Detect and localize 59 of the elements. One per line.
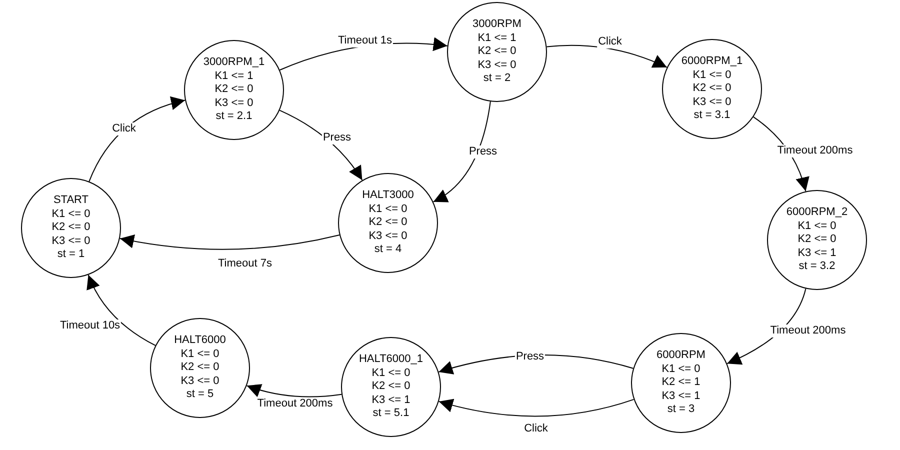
state-output: st = 3.2	[798, 260, 836, 274]
state-name: HALT6000_1	[358, 353, 423, 367]
state-name: 6000RPM_2	[786, 206, 848, 220]
state-output: K3 <= 1	[372, 394, 410, 408]
state-output: st = 5	[186, 388, 214, 402]
state-output: st = 3	[667, 403, 695, 417]
state-output: st = 4	[374, 243, 402, 257]
transition-arrow	[119, 234, 340, 250]
transition-arrow	[246, 384, 342, 398]
state-name: HALT3000	[362, 189, 414, 203]
edge-label: Click	[111, 122, 137, 136]
edge-label: Press	[322, 132, 352, 144]
state-output: K2 <= 0	[180, 361, 220, 375]
transition-arrow	[546, 44, 668, 68]
state-output: K1 <= 0	[368, 202, 408, 216]
state-output: K1 <= 0	[180, 348, 220, 362]
edge-label: Press	[468, 146, 498, 158]
state-output: K3 <= 0	[478, 58, 516, 72]
edge-label: Timeout 200ms	[769, 324, 847, 338]
state-output: K3 <= 0	[214, 96, 254, 110]
state-name: START	[53, 194, 89, 208]
state-output: K2 <= 0	[368, 216, 408, 230]
state-output: K1 <= 0	[372, 366, 410, 380]
state-output: K2 <= 0	[214, 83, 254, 97]
state-output: st = 3.1	[694, 109, 730, 123]
state-output: K2 <= 1	[662, 376, 700, 390]
state-output: K2 <= 0	[798, 233, 836, 247]
transition-arrow	[432, 101, 491, 202]
state-output: st = 5.1	[372, 407, 410, 421]
state-output: K1 <= 1	[478, 32, 516, 46]
state-output: st = 1	[57, 248, 85, 262]
state-output: K1 <= 0	[662, 362, 700, 376]
state-output: K1 <= 0	[798, 220, 836, 234]
state-output: K3 <= 0	[368, 230, 408, 244]
state-output: K3 <= 0	[52, 234, 90, 248]
state-name: HALT6000	[174, 334, 226, 348]
state-output: st = 2	[483, 72, 511, 86]
state-output: K1 <= 1	[214, 70, 254, 84]
state-output: K3 <= 0	[180, 374, 220, 388]
state-output: K1 <= 0	[52, 208, 90, 222]
state-output: K2 <= 0	[478, 45, 516, 59]
edge-label: Timeout 200ms	[776, 144, 854, 158]
state-output: K3 <= 1	[798, 246, 836, 260]
state-output: K1 <= 0	[692, 68, 732, 82]
state-name: 6000RPM	[656, 349, 706, 363]
transition-arrow	[279, 110, 363, 181]
state-output: K3 <= 1	[662, 390, 700, 404]
state-output: K2 <= 0	[692, 82, 732, 96]
state-output: K2 <= 0	[52, 221, 90, 235]
state-output: st = 2.1	[216, 110, 252, 124]
transition-arrow	[87, 274, 156, 346]
edge-label: Click	[597, 36, 623, 48]
transition-arrow	[438, 398, 634, 417]
edge-label: Timeout 1s	[337, 34, 393, 48]
state-name: 3000RPM_1	[203, 56, 265, 70]
state-name: 6000RPM_1	[681, 55, 743, 69]
state-output: K2 <= 0	[372, 380, 410, 394]
state-output: K3 <= 0	[692, 96, 732, 110]
state-name: 3000RPM	[472, 18, 522, 32]
